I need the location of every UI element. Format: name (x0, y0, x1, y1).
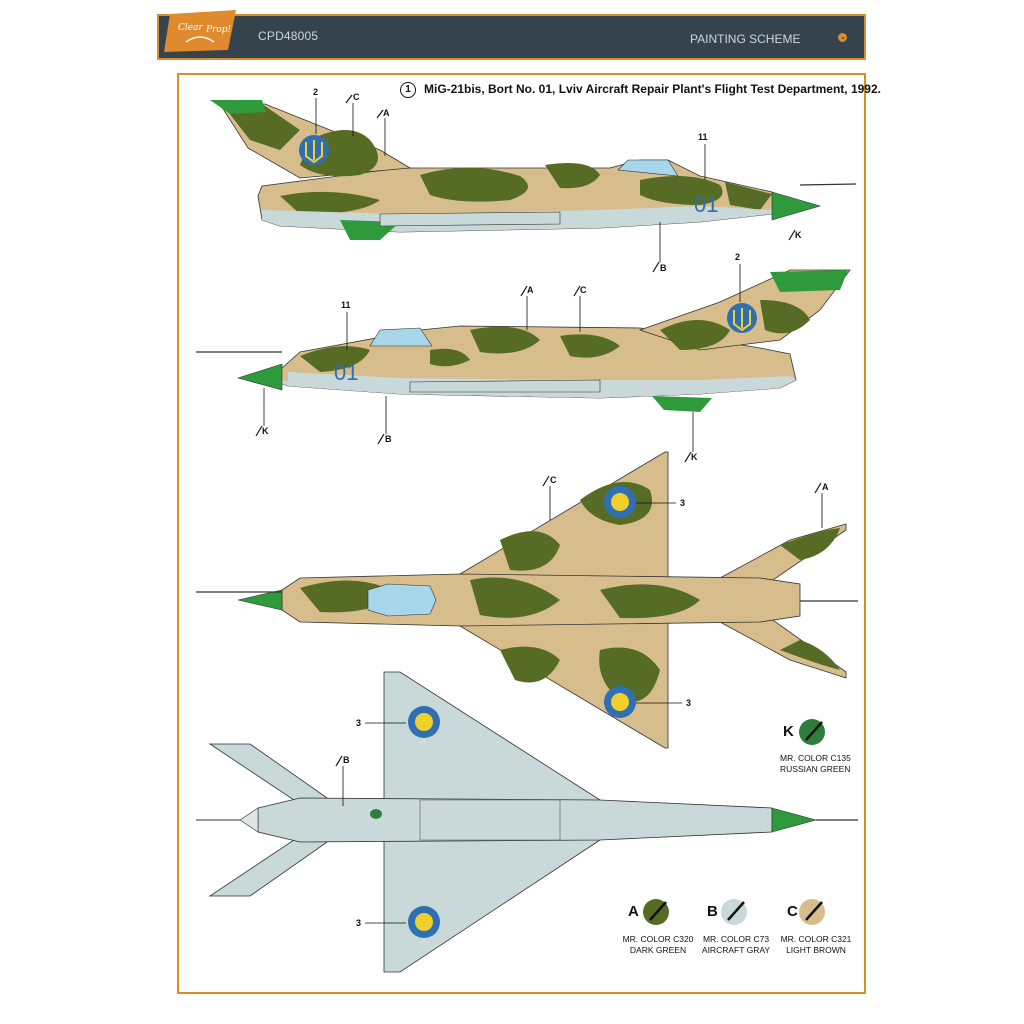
callout-C: C (580, 285, 587, 295)
paint-swatch-A (643, 899, 669, 925)
callout-3: 3 (356, 718, 361, 728)
scheme-title-text: MiG-21bis, Bort No. 01, Lviv Aircraft Re… (424, 82, 881, 97)
left-side-view: 01 (210, 100, 857, 240)
top-view (196, 451, 858, 749)
callout-2: 2 (735, 252, 740, 262)
callout-K: K (262, 426, 269, 436)
callout-K: K (795, 230, 802, 240)
legend-C-caption: MR. COLOR C321 LIGHT BROWN (780, 934, 852, 956)
product-code: CPD48005 (258, 29, 319, 43)
legend-C-line1: MR. COLOR C321 (780, 934, 852, 944)
callout-3: 3 (680, 498, 685, 508)
callout-B: B (343, 755, 350, 765)
callout-A: A (822, 482, 829, 492)
callout-3: 3 (356, 918, 361, 928)
header-bar (157, 14, 866, 60)
scheme-title: 1 MiG-21bis, Bort No. 01, Lviv Aircraft R… (400, 82, 881, 98)
callout-3: 3 (686, 698, 691, 708)
scheme-number: 1 (400, 82, 416, 98)
callout-2: 2 (313, 87, 318, 97)
section-title: PAINTING SCHEME (690, 32, 801, 46)
legend-A-letter: A (628, 903, 639, 920)
callout-A: A (527, 285, 534, 295)
brand-logo: Clear Prop! (164, 10, 236, 52)
paint-swatch-B (721, 899, 747, 925)
callout-A: A (383, 108, 390, 118)
legend-B-line2: AIRCRAFT GRAY (701, 945, 771, 955)
svg-text:Clear: Clear (178, 23, 203, 33)
svg-text:Prop!: Prop! (205, 25, 232, 35)
legend-A-line2: DARK GREEN (629, 945, 687, 955)
paint-swatch-K (799, 719, 825, 745)
callout-C: C (353, 92, 360, 102)
bottom-view (196, 671, 858, 973)
legend-K-caption: MR. COLOR C135 RUSSIAN GREEN (780, 753, 851, 775)
callout-K: K (691, 452, 698, 462)
bort-number-right: 01 (334, 360, 358, 385)
bort-number-left: 01 (694, 192, 718, 217)
legend-K-letter: K (783, 723, 794, 740)
legend-K-line2: RUSSIAN GREEN (780, 764, 851, 774)
paint-swatch-C (799, 899, 825, 925)
callout-B: B (660, 263, 667, 273)
callout-11: 11 (341, 300, 351, 310)
legend-A-caption: MR. COLOR C320 DARK GREEN (622, 934, 694, 956)
legend-B-line1: MR. COLOR C73 (702, 934, 770, 944)
right-side-view: 01 (196, 269, 851, 412)
callout-B: B (385, 434, 392, 444)
legend-B-caption: MR. COLOR C73 AIRCRAFT GRAY (700, 934, 772, 956)
callout-11: 11 (698, 132, 708, 142)
legend-A-line1: MR. COLOR C320 (622, 934, 694, 944)
legend-C-letter: C (787, 903, 798, 920)
callout-C: C (550, 475, 557, 485)
legend-K-line1: MR. COLOR C135 (780, 753, 851, 763)
legend-C-line2: LIGHT BROWN (786, 945, 846, 955)
legend-B-letter: B (707, 903, 718, 920)
orange-dot-icon (838, 33, 847, 42)
